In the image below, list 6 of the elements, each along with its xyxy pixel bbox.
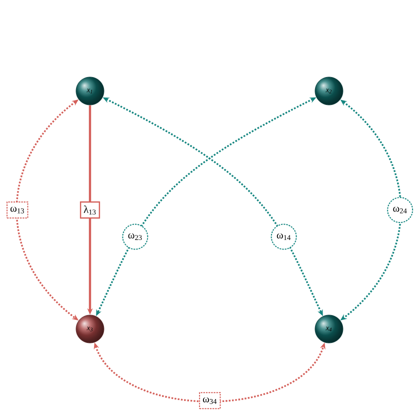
edge-label: ω$_{14}$ bbox=[270, 224, 297, 250]
edge-label: ω$_{24}$ bbox=[387, 197, 414, 223]
edge-label: λ$_{13}$ bbox=[80, 201, 100, 219]
edge-label: ω$_{13}$ bbox=[6, 202, 28, 218]
edge-label: ω$_{34}$ bbox=[199, 392, 221, 410]
edge-label: ω$_{23}$ bbox=[122, 224, 148, 250]
